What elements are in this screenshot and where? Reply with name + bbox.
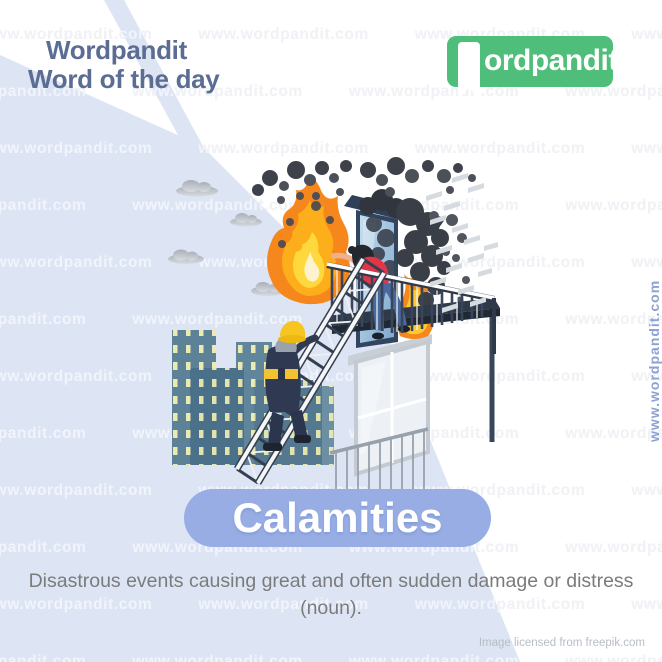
lower-window <box>348 334 432 477</box>
big-flame-icon <box>267 179 350 305</box>
word-of-the-day: Calamities <box>232 494 443 541</box>
firefighter-figure <box>263 320 319 451</box>
brick-accents <box>426 173 498 313</box>
definition-text: Disastrous events causing great and ofte… <box>0 568 662 622</box>
definition-line1: Disastrous events causing great and ofte… <box>28 570 634 592</box>
brand-subtitle: Word of the day <box>28 64 220 94</box>
logo-text: ordpandit <box>484 44 618 77</box>
word-pill: Calamities <box>184 489 491 547</box>
wordpandit-logo[interactable]: ordpandit <box>447 36 618 100</box>
vertical-watermark: www.wordpandit.com <box>646 280 662 443</box>
brand-title: Wordpandit <box>46 35 187 65</box>
image-credit: Image licensed from freepik.com <box>478 637 645 649</box>
clouds-icon <box>168 180 285 296</box>
bookmark-icon <box>458 42 480 100</box>
definition-line2: (noun). <box>300 597 362 619</box>
